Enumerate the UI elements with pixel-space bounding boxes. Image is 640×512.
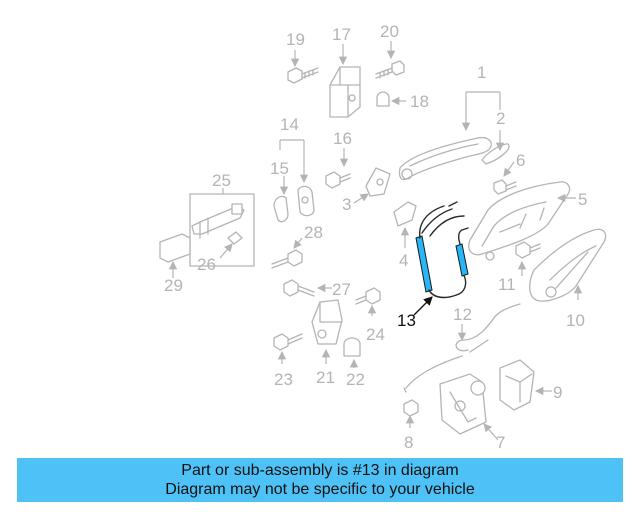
callout-6: 6 (516, 151, 525, 170)
callout-19: 19 (286, 30, 305, 49)
part-2-cover: 2 (481, 109, 510, 165)
callout-23: 23 (274, 370, 293, 389)
callout-28: 28 (304, 223, 323, 242)
banner-line-2: Diagram may not be specific to your vehi… (165, 481, 475, 498)
part-26-pin: 26 (197, 231, 243, 274)
part-29-bumper: 29 (159, 233, 191, 295)
part-8-screw: 8 (403, 399, 419, 452)
part-20-bolt: 20 (375, 22, 405, 79)
callout-24: 24 (366, 325, 385, 344)
callout-14: 14 (280, 115, 299, 134)
part-11-screw: 11 (498, 241, 541, 294)
callout-11: 11 (498, 275, 516, 294)
part-19-bolt: 19 (286, 30, 319, 84)
part-3-bracket: 3 (342, 167, 391, 214)
callout-26: 26 (197, 255, 216, 274)
part-23-bolt: 23 (273, 333, 303, 389)
callout-10: 10 (566, 311, 585, 330)
part-15-seal: 15 (270, 159, 289, 223)
part-28-screw: 28 (271, 223, 323, 269)
info-banner: Part or sub-assembly is #13 in diagram D… (17, 458, 623, 502)
part-4-bezel: 4 (393, 201, 417, 270)
part-6-screw: 6 (493, 151, 525, 195)
callout-7: 7 (496, 433, 505, 452)
callout-9: 9 (553, 383, 562, 402)
part-1-outside-handle: 1 (398, 63, 501, 181)
part-22-cap: 22 (343, 337, 365, 389)
callout-8: 8 (404, 433, 413, 452)
callout-25: 25 (212, 171, 231, 190)
callout-17: 17 (332, 25, 351, 44)
part-24-bolt: 24 (355, 287, 385, 344)
callout-15: 15 (270, 159, 289, 178)
part-21-striker: 21 (311, 299, 343, 387)
callout-18: 18 (410, 92, 429, 111)
callout-2: 2 (496, 109, 505, 128)
part-14-housing (297, 185, 315, 217)
callout-12: 12 (453, 305, 472, 324)
parts-diagram: 19 17 20 18 1 2 6 (159, 22, 607, 452)
banner-line-1: Part or sub-assembly is #13 in diagram (181, 462, 459, 479)
callout-20: 20 (380, 22, 399, 41)
part-5-handle-carrier: 5 (468, 181, 587, 261)
part-25-check-assembly: 25 (189, 171, 255, 267)
callout-13: 13 (397, 311, 416, 330)
part-10-inside-handle: 10 (529, 228, 607, 330)
part-18-clip: 18 (376, 91, 429, 111)
callout-29: 29 (164, 276, 183, 295)
part-27-bolt: 27 (283, 279, 351, 299)
callout-27: 27 (332, 280, 351, 299)
part-13-cable: 13 (397, 201, 469, 330)
part-14-assembly: 14 (279, 115, 309, 184)
part-7-latch: 7 (439, 373, 505, 452)
part-9-lock-cover: 9 (499, 359, 562, 411)
callout-3: 3 (342, 195, 351, 214)
callout-5: 5 (578, 190, 587, 209)
callout-4: 4 (399, 251, 408, 270)
callout-1: 1 (477, 63, 486, 82)
part-16-screw: 16 (325, 129, 352, 189)
callout-22: 22 (346, 370, 365, 389)
part-12-rod: 12 (403, 303, 521, 393)
callout-21: 21 (316, 368, 335, 387)
callout-16: 16 (333, 129, 352, 148)
part-17-bracket: 17 (329, 25, 361, 118)
